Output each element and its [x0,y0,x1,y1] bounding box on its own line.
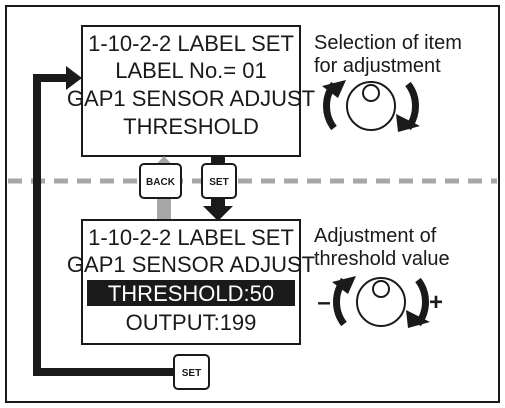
loop-arrow-line [33,74,191,376]
set-key-middle-body [201,163,237,199]
top-screen-frame [81,25,301,157]
bottom-screen-line-1: 1-10-2-2 LABEL SET [88,225,294,250]
caption-top-line-1: Selection of item [314,32,462,54]
dial-top-knob-dimple [362,84,380,102]
back-key-body [139,163,182,199]
bottom-screen-line-4: OUTPUT:199 [126,310,257,335]
bottom-screen-line-3-highlighted: THRESHOLD:50 [108,281,274,306]
back-key-label: BACK [146,177,176,188]
caption-bottom-line-2: threshold value [314,248,450,270]
dial-bottom-right-arrowhead [406,310,430,328]
minus-sign: – [317,289,330,316]
jog-dial-bottom-icon[interactable] [332,276,430,328]
jog-dial-top-icon[interactable] [322,80,420,132]
caption-bottom-line-1: Adjustment of [314,225,437,247]
set-key-bottom[interactable]: SET [173,354,210,390]
dial-top-left-arrowhead [322,80,346,98]
set-key-bottom-label: SET [182,368,201,379]
dial-top-right-arrowhead [396,114,420,132]
set-arrow-head [203,206,233,221]
set-key-bottom-body [173,354,210,390]
dial-bottom-knob-dimple [372,280,390,298]
set-key-middle-label: SET [209,177,228,188]
dial-bottom-left-arrowhead [332,276,356,294]
loop-arrow-head [66,66,82,90]
top-screen-line-3: GAP1 SENSOR ADJUST [67,86,315,111]
caption-top-line-2: for adjustment [314,55,441,77]
bottom-screen-line-2: GAP1 SENSOR ADJUST [67,252,315,277]
plus-sign: + [429,289,443,316]
set-key-middle[interactable]: SET [201,163,237,199]
back-key[interactable]: BACK [139,163,182,199]
top-screen-line-2: LABEL No.= 01 [115,58,266,83]
dial-bottom-knob [356,277,406,327]
top-screen-line-4: THRESHOLD [123,114,259,139]
dial-top-knob [346,81,396,131]
top-screen-line-1: 1-10-2-2 LABEL SET [88,31,294,56]
highlight-bar [87,280,295,306]
